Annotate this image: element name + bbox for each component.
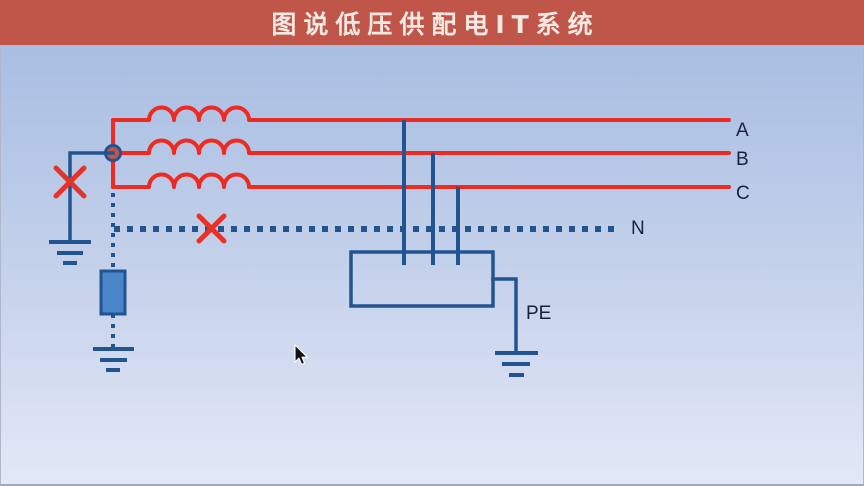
protective-earth-label: PE <box>526 303 552 324</box>
diagram-canvas: A B C N PE <box>0 45 864 486</box>
winding-phase-b <box>111 138 731 155</box>
cross-out-icon-direct-earth <box>53 165 87 199</box>
cross-out-icon-neutral <box>196 213 227 244</box>
neutral-earthing-impedance <box>99 269 127 316</box>
source-direct-earth-branch <box>49 151 115 265</box>
winding-phase-c <box>111 172 731 189</box>
it-system-schematic <box>49 105 731 377</box>
title-bar: 图说低压供配电IT系统 <box>0 0 864 45</box>
phase-a-label: A <box>736 120 749 141</box>
page-title: 图说低压供配电IT系统 <box>271 9 600 39</box>
winding-phase-a <box>111 105 731 122</box>
load-box <box>349 250 495 308</box>
phase-c-label: C <box>736 183 750 204</box>
transformer-windings-group <box>111 105 731 189</box>
direct-earth-conductor <box>68 151 115 244</box>
neutral-earthing-impedance-branch <box>93 193 134 372</box>
load-drop-conductors <box>402 120 460 265</box>
phase-b-label: B <box>736 149 749 170</box>
protective-earth-branch <box>491 277 538 377</box>
neutral-label: N <box>631 218 645 239</box>
pe-conductor <box>491 277 518 354</box>
